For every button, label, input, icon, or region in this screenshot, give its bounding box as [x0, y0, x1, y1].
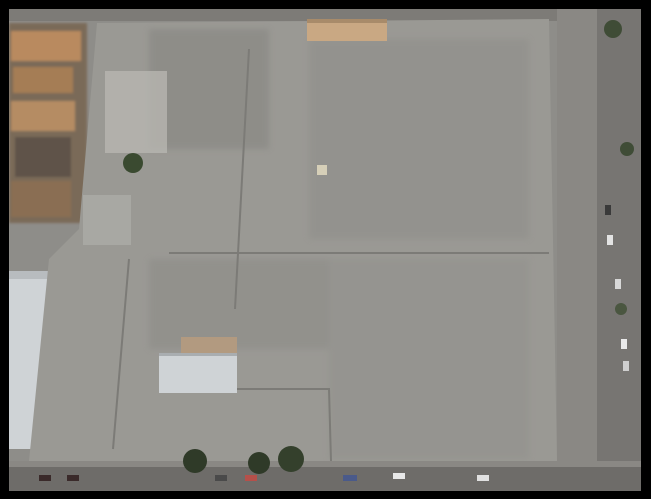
lower-building-edge — [159, 353, 237, 356]
right-trees — [604, 20, 634, 315]
tree — [123, 153, 143, 173]
light-patch — [83, 195, 131, 245]
top-road — [9, 9, 641, 21]
aerial-photo — [9, 9, 641, 491]
bottom-trees — [183, 446, 304, 474]
lower-building-annex — [181, 337, 237, 357]
right-strip — [557, 9, 597, 491]
pavement-patches — [149, 29, 529, 459]
lumber-yard — [9, 23, 87, 223]
lot-marker — [317, 165, 327, 175]
top-shed-roof — [307, 19, 387, 41]
parked-cars-right — [605, 205, 629, 371]
right-road — [597, 9, 641, 491]
aerial-scene — [9, 9, 641, 491]
top-shed-edge — [307, 19, 387, 23]
lower-building-roof — [159, 353, 237, 393]
bottom-curb — [9, 461, 641, 467]
left-building-edge — [9, 271, 51, 279]
parked-cars-bottom — [39, 473, 489, 481]
light-field-area — [105, 71, 167, 153]
